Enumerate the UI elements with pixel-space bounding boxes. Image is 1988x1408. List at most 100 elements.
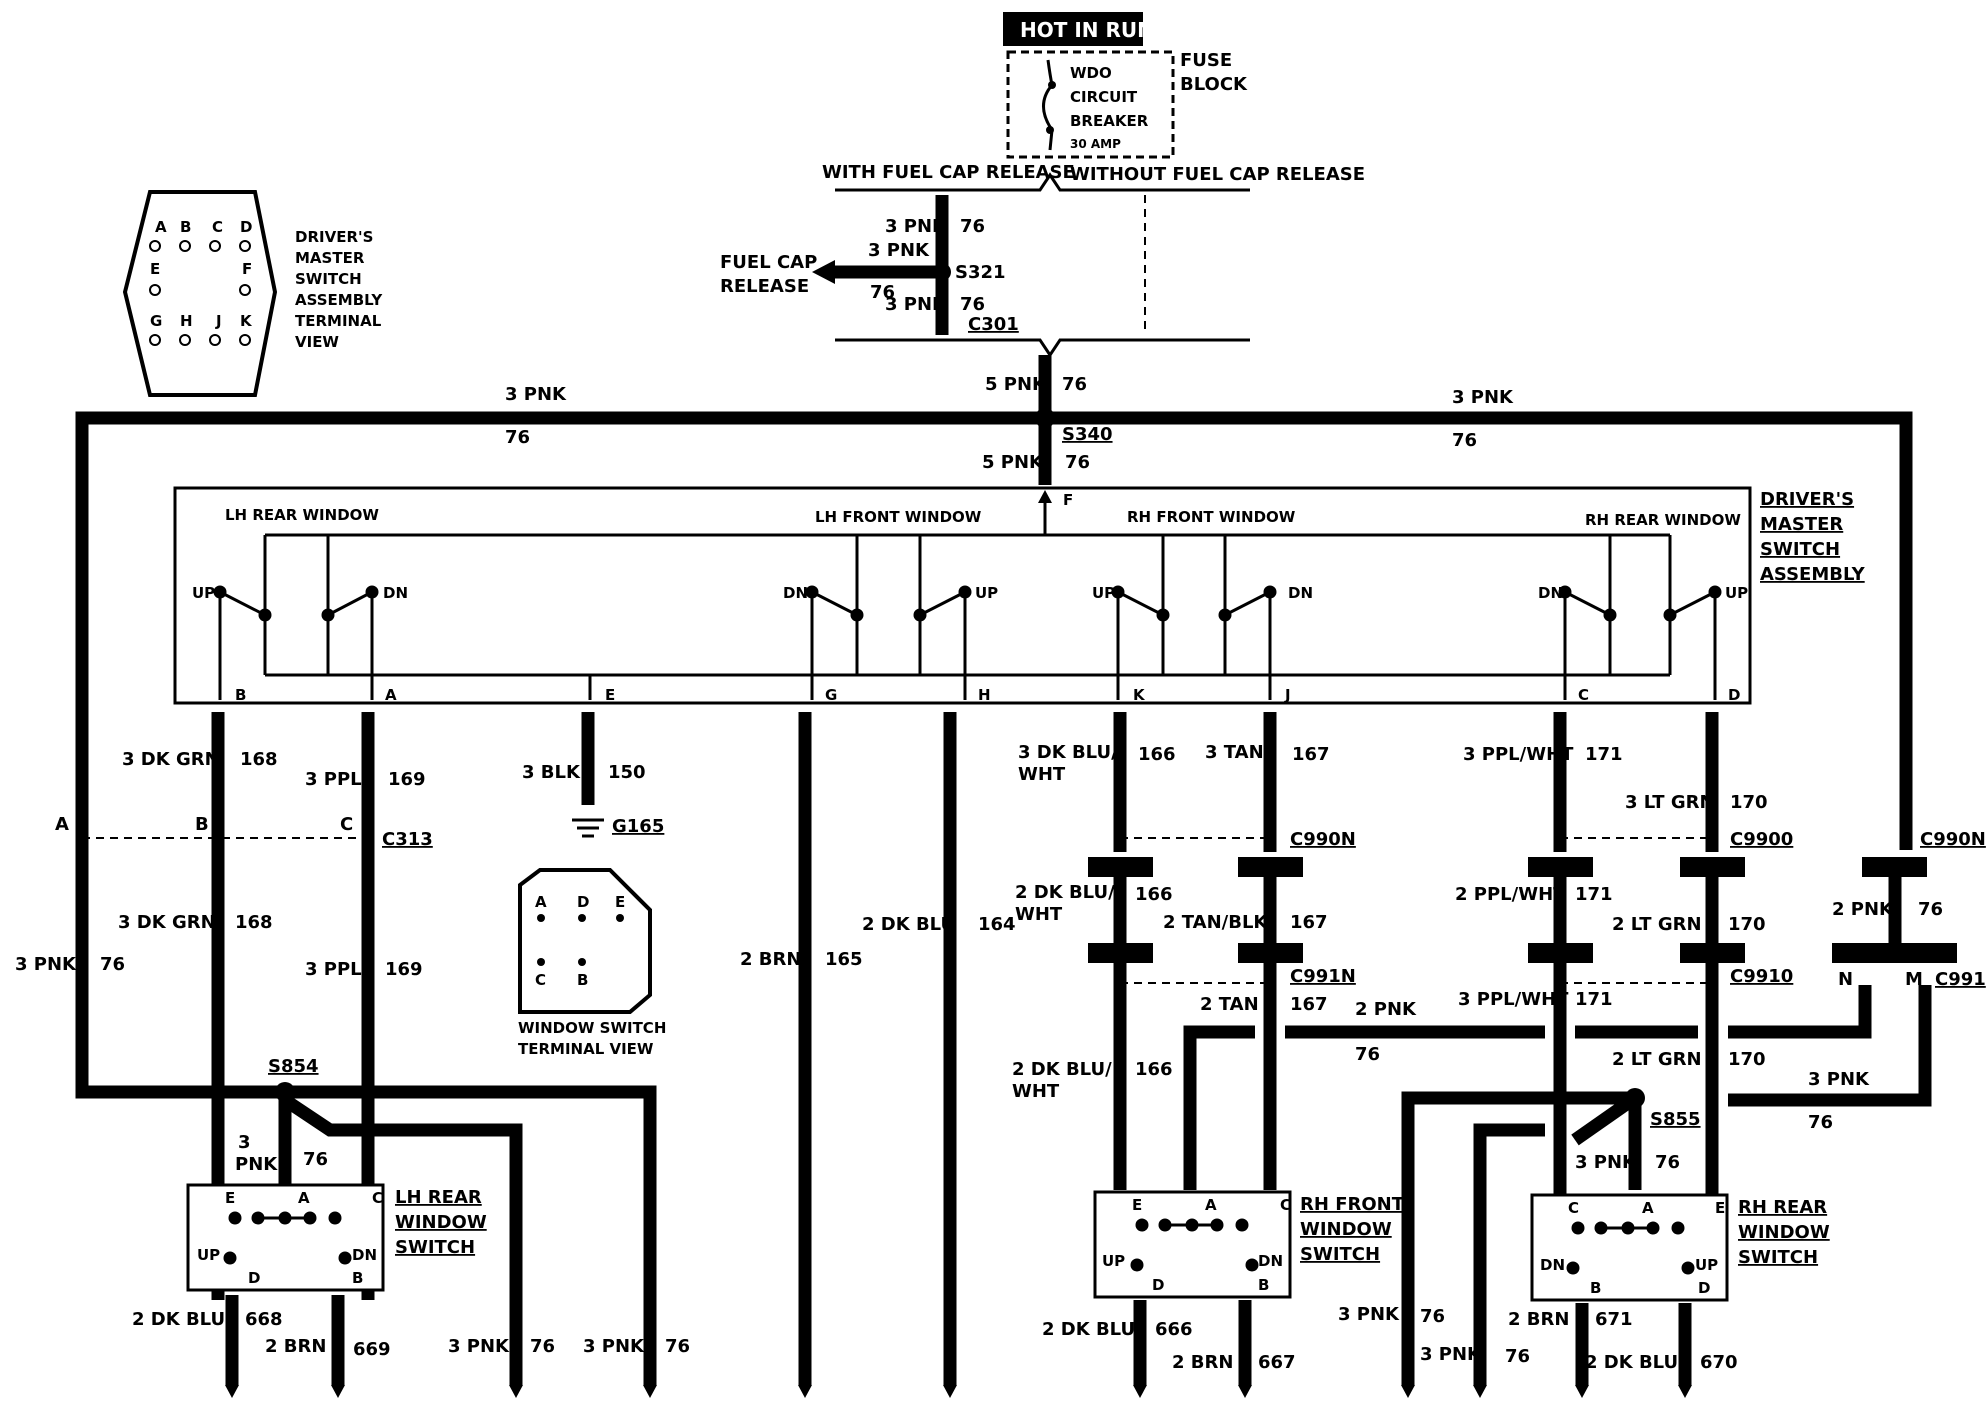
lh-rear-switch-label: WINDOW (395, 1212, 487, 1233)
window-terminal-label: WINDOW SWITCH (518, 1019, 666, 1037)
wire-label: 2 LT GRN (1612, 1049, 1702, 1070)
rh-middle-wires (1113, 877, 1902, 943)
terminal-view-label: ASSEMBLY (295, 291, 383, 309)
circuit-label: 76 (1655, 1152, 1680, 1173)
wire-label: WHT (1018, 764, 1066, 785)
pin-f-label: F (1063, 491, 1073, 509)
wire-label: 3 PNK (1575, 1152, 1637, 1173)
splice-s321-label: S321 (955, 262, 1006, 283)
wire-label: PNK (235, 1154, 278, 1175)
wire-label: 2 PNK (1832, 899, 1894, 920)
circuit-label: 166 (1138, 744, 1176, 765)
svg-text:E: E (150, 260, 160, 278)
master-switch-box (173, 486, 1752, 705)
circuit-label: 76 (1062, 374, 1087, 395)
connector-c301-label: C301 (968, 314, 1019, 335)
hot-in-run-banner (1003, 12, 1143, 46)
svg-text:B: B (235, 686, 246, 704)
svg-text:A: A (1642, 1199, 1654, 1217)
lh-rear-window-switch (186, 1183, 385, 1292)
circuit-label: 76 (303, 1149, 328, 1170)
wire-label: 3 (238, 1132, 251, 1153)
rh-rear-switch-label: WINDOW (1738, 1222, 1830, 1243)
master-switch-label: MASTER (1760, 514, 1843, 535)
svg-text:E: E (1132, 1196, 1142, 1214)
circuit-label: 169 (385, 959, 423, 980)
fuse-block-box (1006, 50, 1175, 159)
wire-label: 2 DK BLU (1585, 1352, 1678, 1373)
bottom-arrowheads (225, 1385, 1692, 1398)
wire-label: 3 PPL (305, 769, 362, 790)
wire-label: 3 BLK (522, 762, 581, 783)
circuit-label: 168 (235, 912, 273, 933)
wire-label: 3 DK GRN (118, 912, 216, 933)
circuit-label: 76 (1420, 1306, 1445, 1327)
svg-text:J: J (215, 312, 222, 330)
rh-rear-switch-label: SWITCH (1738, 1247, 1818, 1268)
fuel-cap-arrow (812, 260, 835, 284)
wire-label: 5 PNK (985, 374, 1047, 395)
pin-letter: C (340, 814, 353, 835)
window-terminal-label: TERMINAL VIEW (518, 1040, 654, 1058)
svg-text:B: B (577, 971, 588, 989)
rh-front-switch-label: WINDOW (1300, 1219, 1392, 1240)
svg-text:A: A (155, 218, 167, 236)
svg-text:A: A (535, 893, 547, 911)
breaker-label-2: CIRCUIT (1070, 88, 1138, 106)
wire-label: 2 DK BLU (1042, 1319, 1135, 1340)
svg-text:H: H (978, 686, 991, 704)
window-switch-terminal-view (518, 868, 652, 1014)
svg-text:B: B (1590, 1279, 1601, 1297)
svg-text:A: A (298, 1189, 310, 1207)
rh-lower-wires (1113, 963, 1932, 1385)
fuel-cap-label-2: RELEASE (720, 276, 809, 297)
circuit-label: 76 (1808, 1112, 1833, 1133)
wire-label: 3 PPL (305, 959, 362, 980)
circuit-label: 167 (1290, 994, 1328, 1015)
circuit-breaker-symbol (1042, 59, 1054, 151)
svg-text:E: E (615, 893, 625, 911)
svg-text:H: H (180, 312, 193, 330)
master-switch-label: ASSEMBLY (1760, 564, 1866, 585)
svg-text:UP: UP (1695, 1256, 1718, 1274)
connector-c9900-label: C9900 (1730, 829, 1793, 850)
breaker-label-1: WDO (1070, 64, 1112, 82)
splice-s855-label: S855 (1650, 1109, 1701, 1130)
master-drop-wires (211, 712, 1719, 1385)
wire-label: 3 PNK (885, 294, 947, 315)
rh-front-switch-internals: E A C D B UP DN (1102, 1196, 1291, 1294)
circuit-label: 167 (1290, 912, 1328, 933)
circuit-label: 171 (1585, 744, 1623, 765)
svg-text:UP: UP (1092, 584, 1115, 602)
svg-text:E: E (225, 1189, 235, 1207)
pin-letter: M (1905, 969, 1923, 990)
svg-text:UP: UP (1102, 1252, 1125, 1270)
wire-label: 5 PNK (982, 452, 1044, 473)
lh-switch-contacts (223, 1211, 352, 1265)
wire-label: 3 PNK (868, 240, 930, 261)
svg-text:C: C (372, 1189, 383, 1207)
c301-brace (835, 338, 1250, 358)
svg-text:G: G (150, 312, 162, 330)
circuit-label: 167 (1292, 744, 1330, 765)
svg-text:A: A (1205, 1196, 1217, 1214)
splice-s855-dot (1625, 1088, 1645, 1108)
wire-label: 2 TAN/BLK (1163, 912, 1268, 933)
rh-rear-switch-label: RH REAR (1738, 1197, 1827, 1218)
wire-label: 3 PNK (1420, 1344, 1482, 1365)
circuit-label: 166 (1135, 884, 1173, 905)
circuit-label: 76 (1918, 899, 1943, 920)
master-switch-label: SWITCH (1760, 539, 1840, 560)
wire-label: 2 DK BLU (862, 914, 955, 935)
connector-c313-label: C313 (382, 829, 433, 850)
wire-label: 3 TAN (1205, 742, 1264, 763)
hot-in-run-label: HOT IN RUN (1020, 18, 1154, 42)
wire-label: 3 PPL/WHT (1463, 744, 1574, 765)
svg-text:E: E (605, 686, 615, 704)
connector-c991-label: C991 (1935, 969, 1986, 990)
circuit-label: 76 (960, 294, 985, 315)
circuit-label: 170 (1728, 1049, 1766, 1070)
terminal-view-label: MASTER (295, 249, 365, 267)
